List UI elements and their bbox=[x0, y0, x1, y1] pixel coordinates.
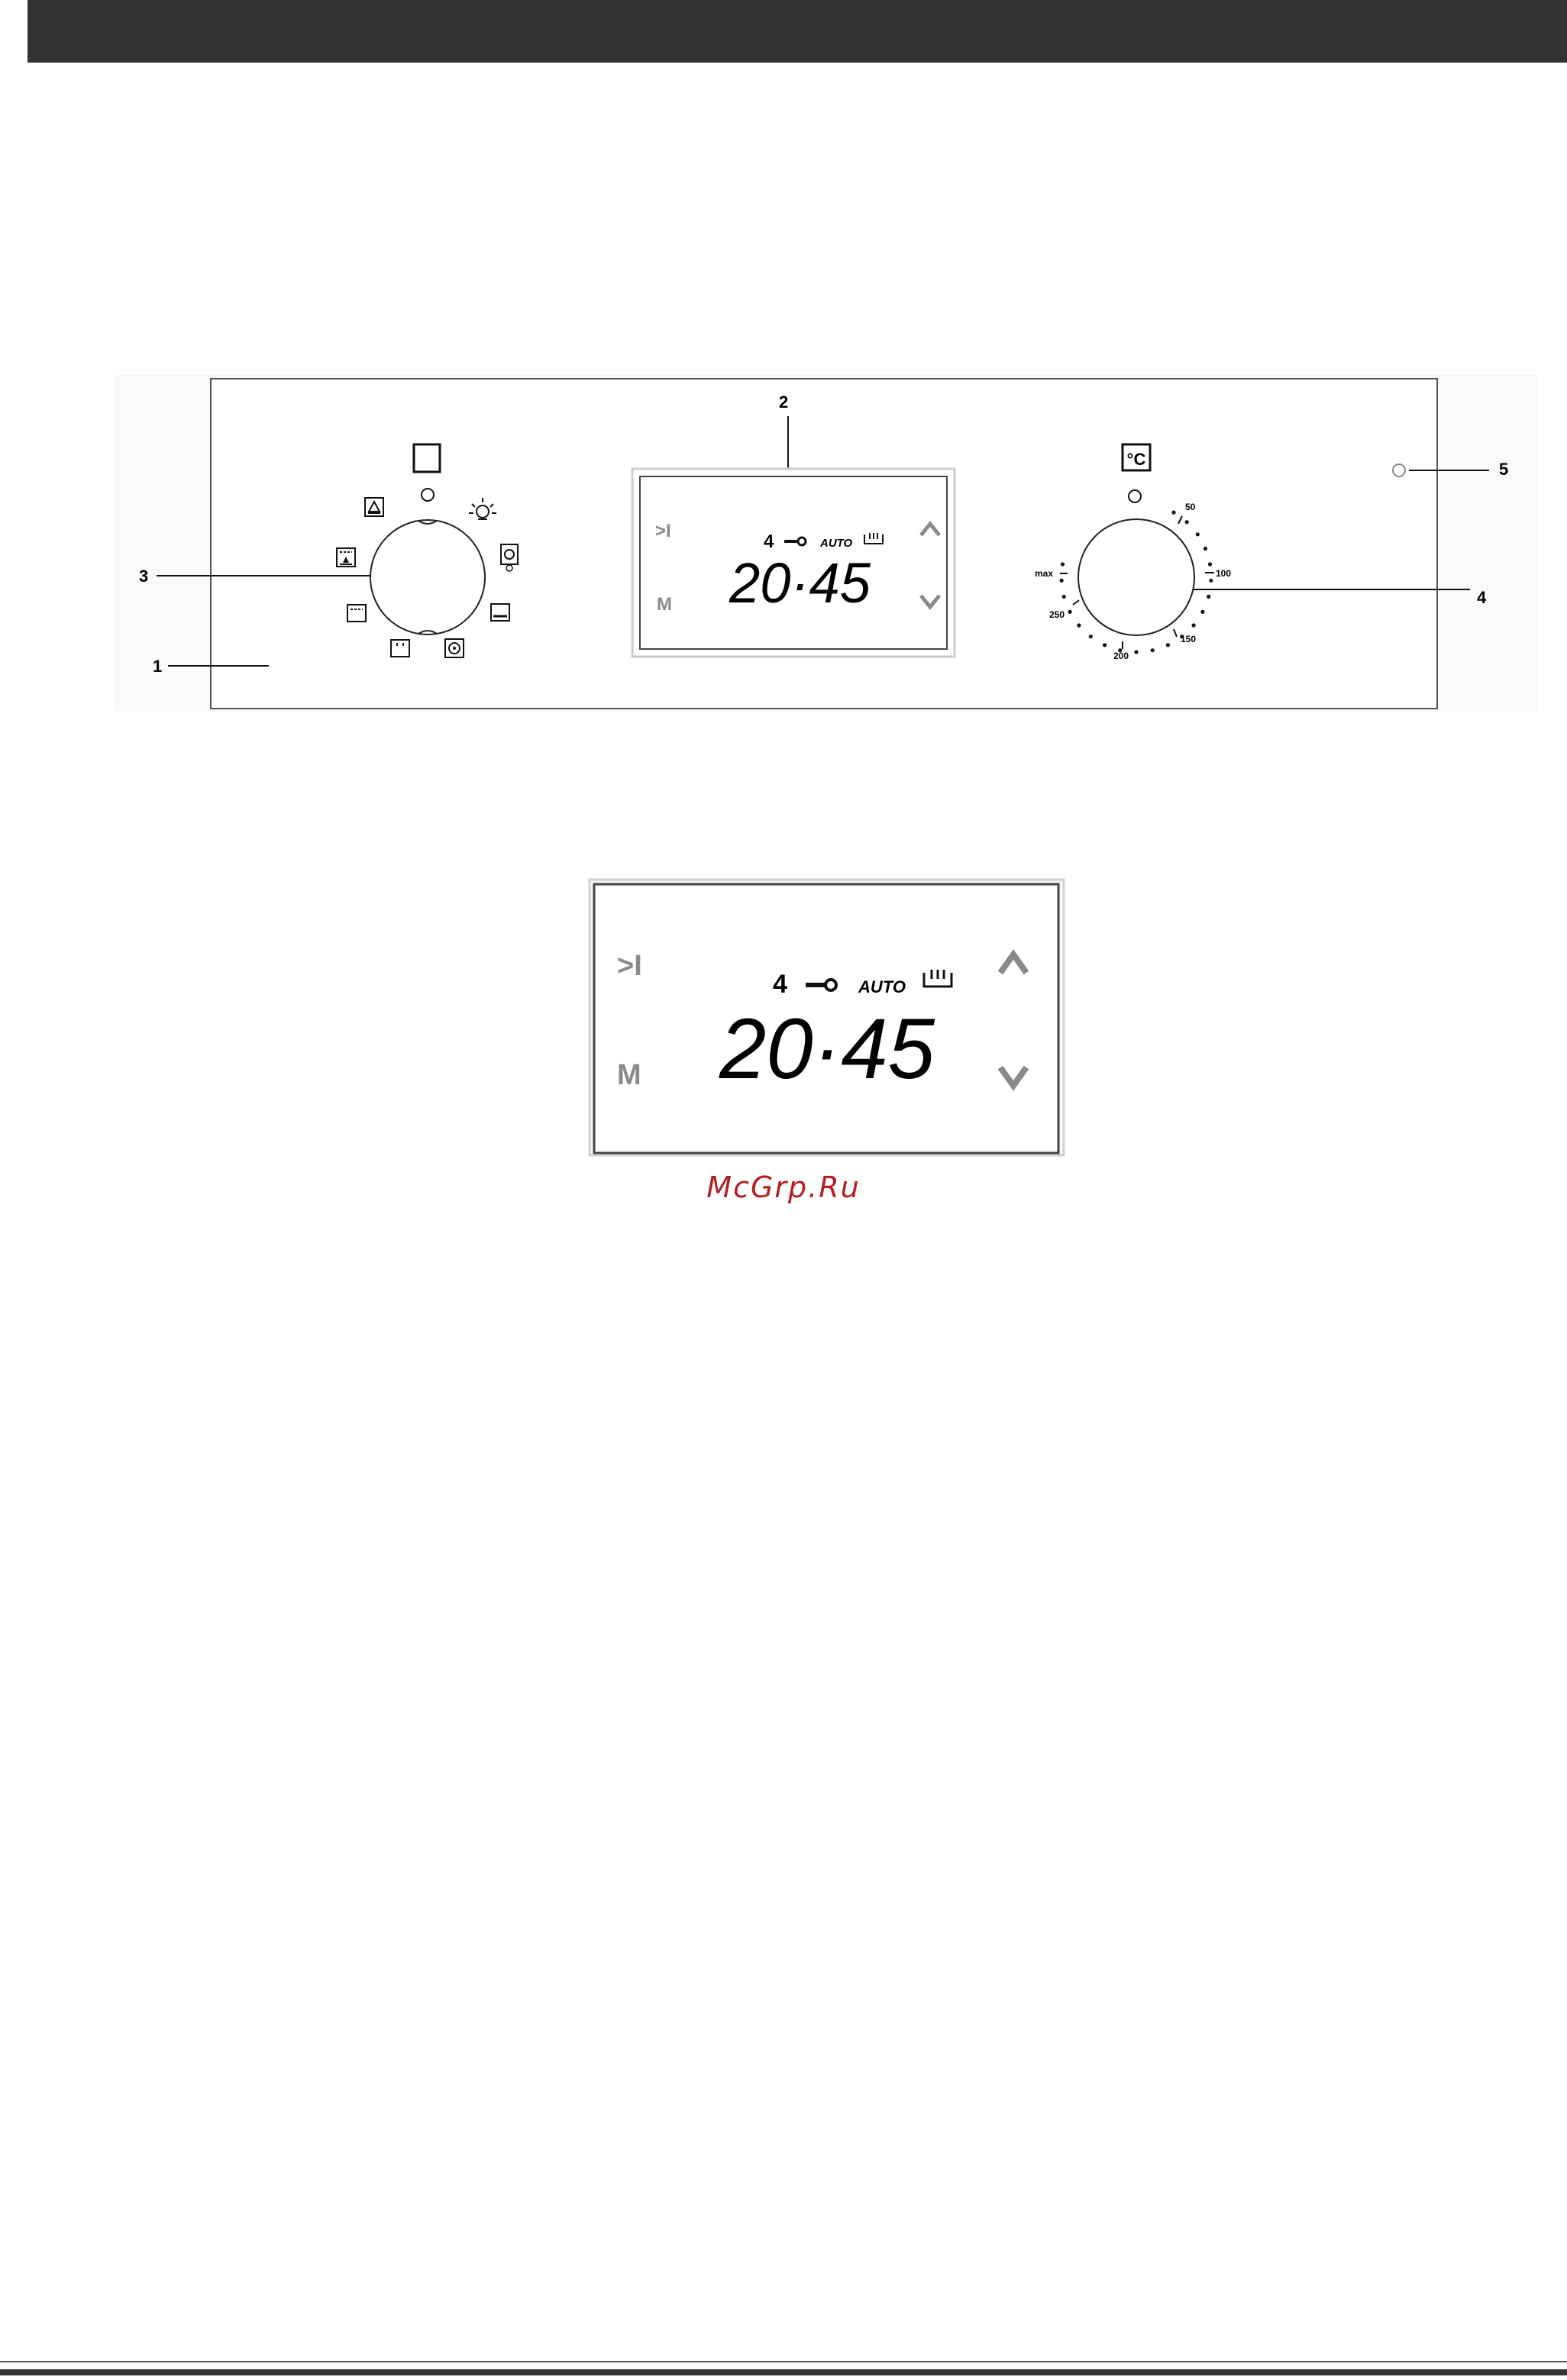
scale-label-max: max bbox=[1035, 568, 1053, 579]
bell-symbol: 4 bbox=[764, 531, 774, 552]
clock-readout: 20·45 bbox=[729, 551, 871, 615]
scale-dot bbox=[1077, 623, 1081, 627]
footer-rule-thin bbox=[0, 2361, 1567, 2362]
function-selector-knob[interactable] bbox=[370, 520, 485, 635]
mode-button[interactable]: M bbox=[657, 594, 672, 615]
callout-3-label: 3 bbox=[139, 567, 148, 586]
scale-dot bbox=[1207, 595, 1210, 599]
scale-dot bbox=[1061, 562, 1065, 566]
scale-dot bbox=[1200, 610, 1204, 614]
indicator-light bbox=[1393, 464, 1405, 476]
watermark: McGrp.Ru bbox=[0, 1171, 1567, 1204]
scale-dot bbox=[1192, 623, 1196, 627]
scale-label-50: 50 bbox=[1185, 502, 1196, 512]
skip-button[interactable]: >I bbox=[655, 521, 671, 541]
scale-dot bbox=[1062, 595, 1066, 599]
closeup-clock-readout: 20·45 bbox=[719, 1001, 935, 1096]
scale-label-200: 200 bbox=[1113, 651, 1129, 661]
display-closeup: >I M 4 AUTO 20·45 bbox=[588, 878, 1065, 1157]
scale-label-100: 100 bbox=[1216, 568, 1231, 579]
footer-rule bbox=[0, 2369, 1567, 2375]
scale-dot bbox=[1151, 648, 1155, 652]
scale-label-250: 250 bbox=[1049, 609, 1065, 620]
scale-dot bbox=[1103, 643, 1107, 647]
display-module: >I M 4 AUTO 20·45 bbox=[632, 469, 955, 657]
closeup-skip-button[interactable]: >I bbox=[617, 950, 642, 982]
temperature-knob[interactable] bbox=[1078, 519, 1194, 635]
scale-dot bbox=[1196, 532, 1200, 536]
scale-dot bbox=[1209, 579, 1213, 583]
scale-dot bbox=[1185, 520, 1189, 524]
closeup-bell-symbol: 4 bbox=[773, 970, 787, 999]
closeup-auto-indicator: AUTO bbox=[858, 977, 906, 996]
auto-indicator: AUTO bbox=[819, 537, 853, 550]
scale-dot bbox=[1208, 562, 1212, 566]
control-panel-diagram: 1 2 3 4 5 bbox=[0, 0, 1567, 764]
scale-dot bbox=[1171, 511, 1175, 515]
celsius-label: °C bbox=[1127, 450, 1146, 469]
scale-dot bbox=[1060, 579, 1064, 583]
scale-dot bbox=[1068, 610, 1072, 614]
scale-dot bbox=[1134, 650, 1138, 654]
callout-2-label: 2 bbox=[779, 392, 788, 412]
scale-dot bbox=[1166, 643, 1170, 647]
scale-label-150: 150 bbox=[1181, 634, 1196, 644]
callout-4-label: 4 bbox=[1477, 588, 1487, 607]
callout-5-label: 5 bbox=[1499, 460, 1508, 479]
callout-1-label: 1 bbox=[153, 657, 162, 676]
scale-dot bbox=[1089, 635, 1093, 638]
closeup-mode-button[interactable]: M bbox=[617, 1059, 641, 1091]
scale-dot bbox=[1204, 547, 1207, 551]
